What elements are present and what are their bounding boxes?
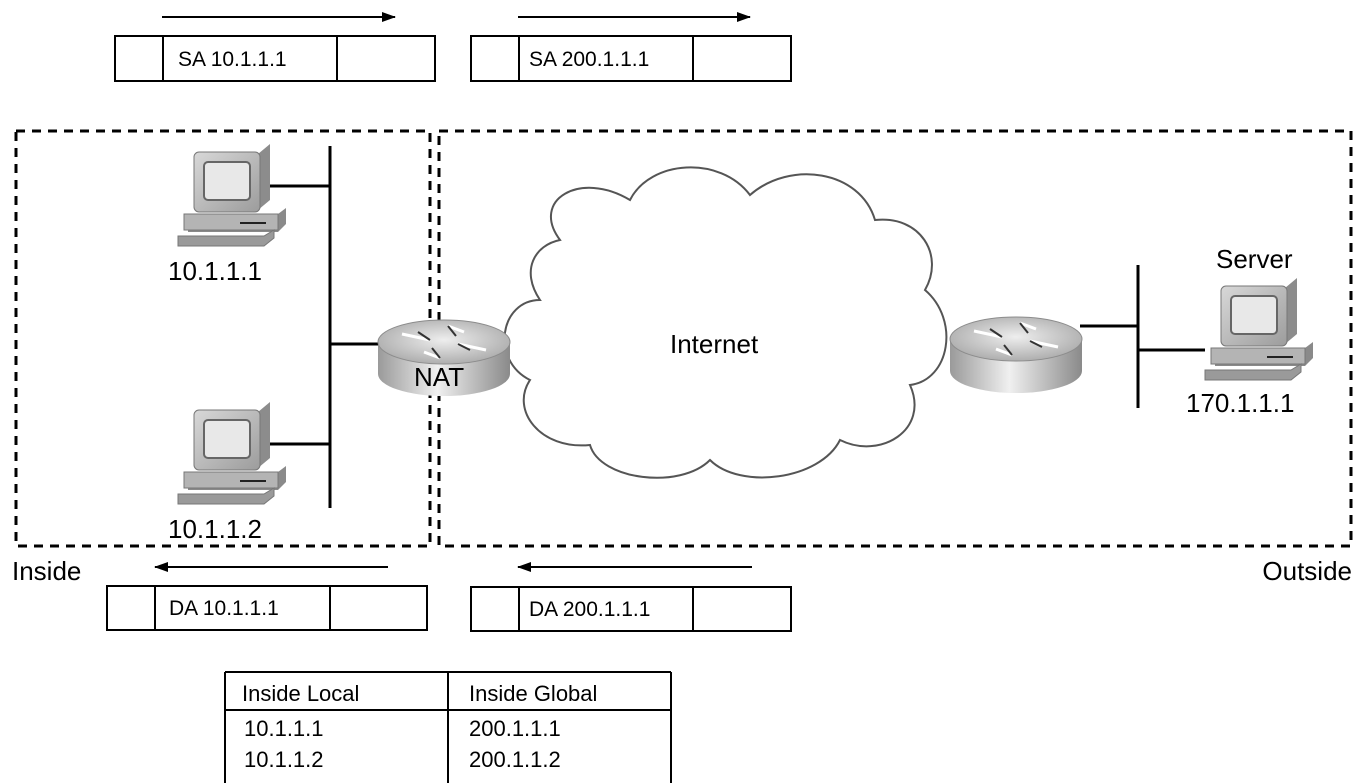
- packet-sa-inside-label: SA 10.1.1.1: [178, 48, 287, 71]
- packet-da-inside: DA 10.1.1.1: [106, 585, 428, 631]
- table-header-inside-local: Inside Local: [242, 681, 359, 706]
- outside-label: Outside: [1262, 556, 1352, 586]
- host2-pc-icon: [177, 401, 287, 505]
- packet-sa-outside: SA 200.1.1.1: [470, 35, 792, 82]
- table-cell-local-1: 10.1.1.1: [244, 716, 324, 741]
- packet-sa-outside-label: SA 200.1.1.1: [529, 48, 649, 71]
- server-title: Server: [1216, 244, 1293, 274]
- server-ip: 170.1.1.1: [1186, 388, 1294, 418]
- host1-ip: 10.1.1.1: [168, 256, 262, 286]
- table-cell-global-2: 200.1.1.2: [469, 747, 561, 772]
- internet-cloud-icon: [503, 166, 948, 479]
- outside-router-icon: [948, 315, 1084, 395]
- nat-translation-table: Inside Local Inside Global 10.1.1.1 200.…: [224, 671, 672, 783]
- nat-label: NAT: [414, 362, 464, 392]
- packet-sa-inside: SA 10.1.1.1: [114, 35, 436, 82]
- internet-label: Internet: [670, 329, 759, 359]
- host2-ip: 10.1.1.2: [168, 514, 262, 544]
- host1-pc-icon: [177, 143, 287, 247]
- packet-da-inside-label: DA 10.1.1.1: [169, 597, 279, 620]
- inside-label: Inside: [12, 556, 81, 586]
- server-pc-icon: [1204, 277, 1314, 381]
- packet-da-outside-label: DA 200.1.1.1: [529, 598, 650, 621]
- table-cell-global-1: 200.1.1.1: [469, 716, 561, 741]
- outside-zone: [437, 129, 1353, 548]
- table-header-inside-global: Inside Global: [469, 681, 597, 706]
- packet-da-outside: DA 200.1.1.1: [470, 586, 792, 632]
- table-cell-local-2: 10.1.1.2: [244, 747, 324, 772]
